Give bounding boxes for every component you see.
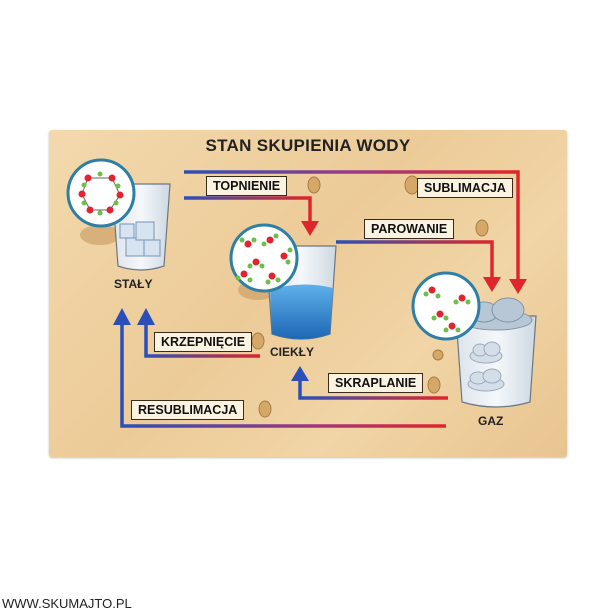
gas-glass	[424, 297, 537, 408]
cloud-bottom	[467, 368, 505, 392]
label-freezing: KRZEPNIĘCIE	[154, 332, 253, 352]
label-condensation: SKRAPLANIE	[328, 373, 424, 393]
arrowhead-deposition	[113, 308, 131, 325]
arrow-deposition	[120, 322, 446, 428]
label-melting: TOPNIENIE	[206, 176, 288, 196]
label-sublimation: SUBLIMACJA	[417, 178, 513, 198]
solid-molecule-circle	[66, 158, 136, 228]
arrow-evaporation	[336, 240, 494, 280]
state-gas-label: GAZ	[478, 414, 504, 428]
cloud-middle	[469, 341, 503, 364]
arrow-condensation	[298, 378, 448, 400]
website-footer: WWW.SKUMAJTO.PL	[2, 596, 132, 611]
peg-notches	[251, 175, 489, 418]
arrowhead-condensation	[291, 366, 309, 381]
arrow-melting	[184, 196, 312, 224]
arrowhead-sublimation	[509, 279, 527, 294]
state-liquid-label: CIEKŁY	[270, 345, 315, 359]
label-evaporation: PAROWANIE	[364, 219, 455, 239]
gas-molecule-circle	[411, 271, 481, 341]
diagram-title: STAN SKUPIENIA WODY	[205, 136, 411, 155]
label-deposition: RESUBLIMACJA	[131, 400, 245, 420]
ice-cubes	[119, 221, 161, 257]
arrow-freezing	[144, 322, 260, 358]
arrow-sublimation	[184, 170, 520, 282]
arrowhead-freezing	[137, 308, 155, 325]
liquid-molecule-circle	[229, 223, 299, 293]
arrowhead-evaporation	[483, 277, 501, 292]
state-solid-label: STAŁY	[114, 277, 153, 291]
arrowhead-melting	[301, 221, 319, 236]
